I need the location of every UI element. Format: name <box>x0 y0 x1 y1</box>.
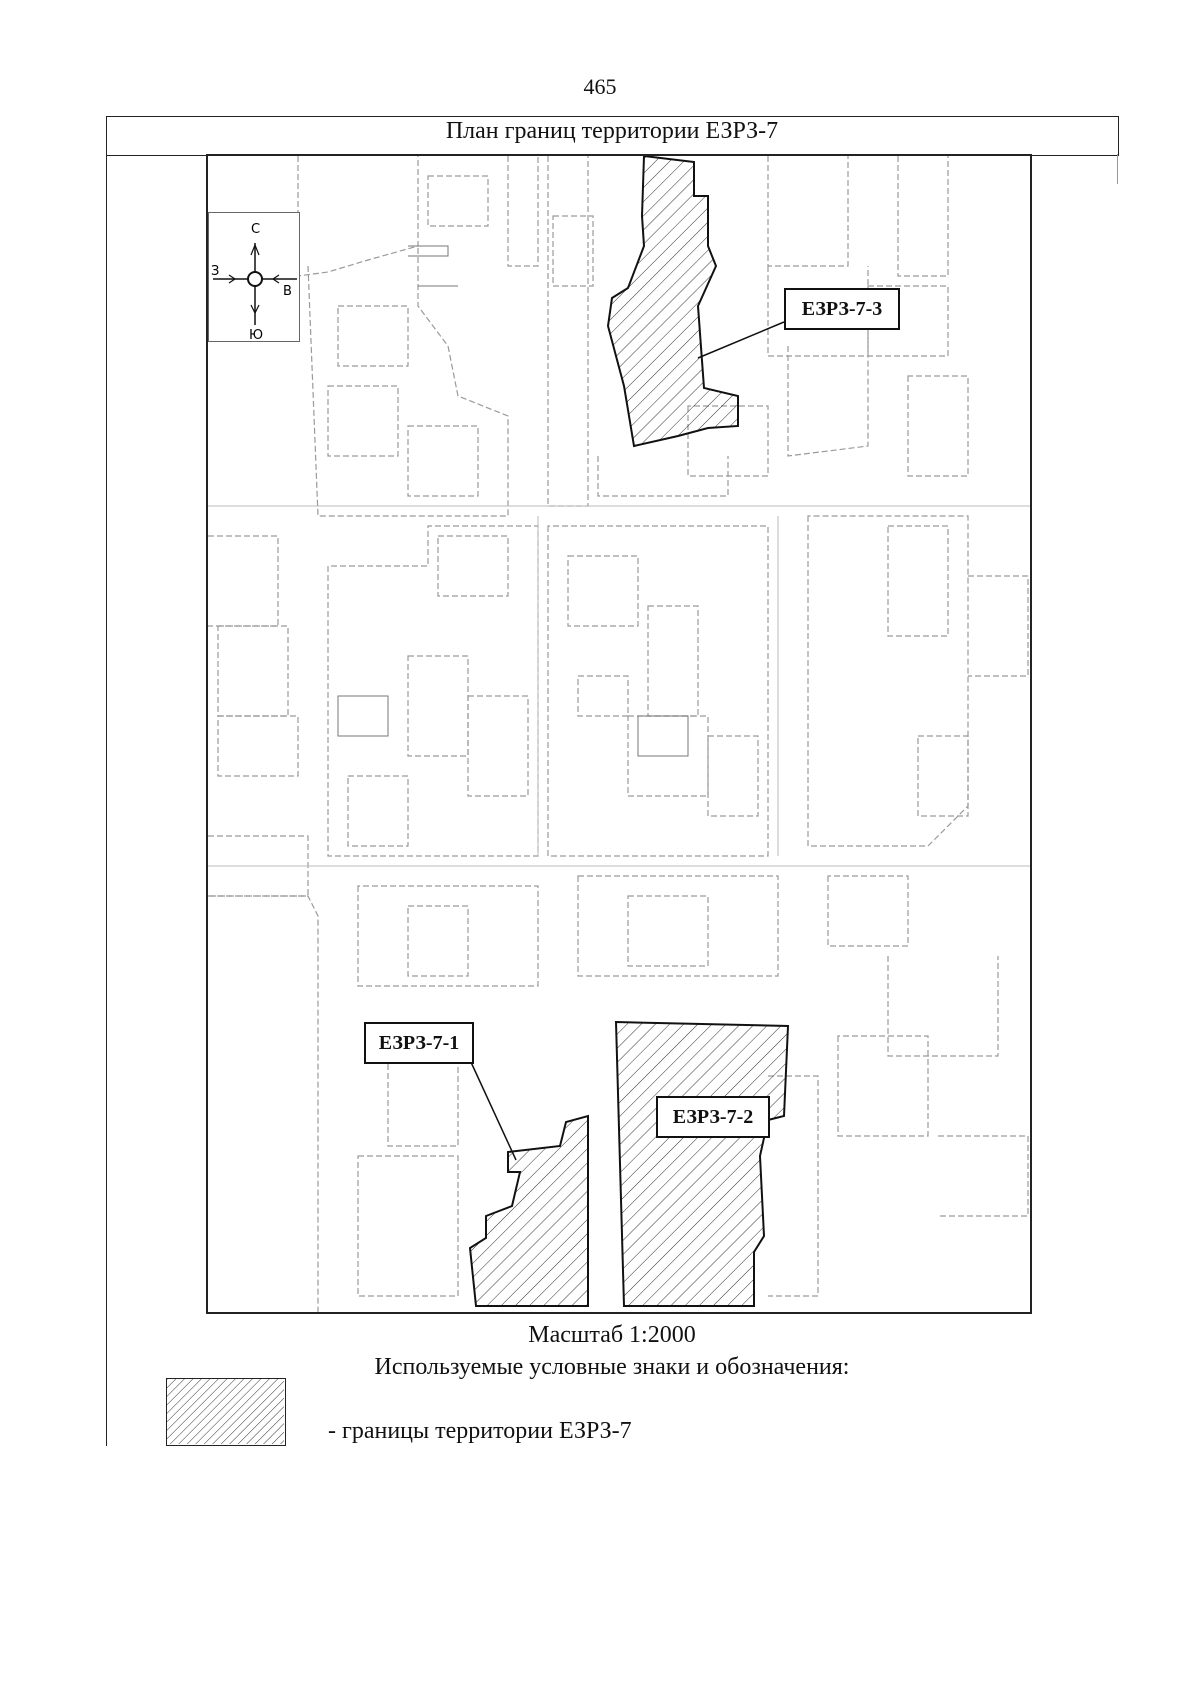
parcel-nw-inner-2 <box>327 385 399 457</box>
map-scale: Масштаб 1:2000 <box>528 1322 696 1348</box>
parcel-s-8 <box>837 1035 929 1137</box>
parcel-ne-6 <box>687 405 769 477</box>
zone-label-ezrz-7-2: ЕЗРЗ-7-2 <box>656 1096 770 1138</box>
zone-ezrz-7-1-area <box>468 1114 589 1307</box>
zone-ezrz-7-1-leader <box>469 1059 517 1161</box>
parcel-ne-5 <box>907 375 969 477</box>
compass-south: Ю <box>249 328 263 343</box>
parcel-nw-inner-4 <box>427 175 489 227</box>
building-2 <box>637 715 689 757</box>
parcel-mc-2 <box>647 605 699 717</box>
compass-east: В <box>283 284 292 299</box>
parcel-s-5 <box>627 895 709 967</box>
parcel-w-3 <box>217 715 299 777</box>
legend-item-text: - границы территории ЕЗРЗ-7 <box>328 1418 632 1444</box>
parcel-nc-2 <box>552 215 594 287</box>
map-canvas: С Ю З В ЕЗРЗ-7-3 ЕЗРЗ-7-1 ЕЗРЗ-7-2 <box>206 154 1032 1314</box>
building-3 <box>408 245 449 257</box>
compass-drawing: С Ю З В <box>211 222 297 343</box>
parcel-nw-inner-5 <box>507 156 539 267</box>
parcel-s-4 <box>577 875 779 977</box>
parcel-mcw-1 <box>407 655 469 757</box>
compass-north: С <box>251 222 260 237</box>
legend-title: Используемые условные знаки и обозначени… <box>374 1354 850 1380</box>
parcel-mc-4 <box>577 675 629 717</box>
parcel-ne-3 <box>787 346 869 457</box>
parcel-e-3 <box>968 575 1029 677</box>
parcel-mcw-2 <box>467 695 529 797</box>
zone-label-ezrz-7-1: ЕЗРЗ-7-1 <box>364 1022 474 1064</box>
frame-left-border <box>106 116 107 1446</box>
parcel-block-nw <box>297 156 419 277</box>
parcel-mc-1 <box>567 555 639 627</box>
parcel-nc-3 <box>597 456 729 497</box>
parcel-s-6 <box>827 875 909 947</box>
parcel-mcw-block <box>327 525 539 857</box>
parcel-e-2 <box>917 735 969 817</box>
legend-hatch-drawing <box>167 1379 284 1444</box>
legend-hatch-swatch <box>166 1378 286 1446</box>
compass-west: З <box>211 264 219 279</box>
building-outlines <box>337 245 689 757</box>
parcel-nc-1 <box>547 156 589 507</box>
map-drawing <box>208 156 1030 1312</box>
page-number: 465 <box>583 74 617 99</box>
zone-ezrz-7-3-area <box>606 156 739 448</box>
parcel-ne-7 <box>867 285 949 357</box>
zone-ezrz-7-2-area <box>614 1020 790 1307</box>
parcel-e-block <box>807 515 969 847</box>
building-1 <box>337 695 389 737</box>
parcel-e-1 <box>887 525 949 637</box>
parcel-s-11 <box>357 1155 459 1297</box>
street-edges <box>208 505 1030 867</box>
zone-ezrz-7-3-leader <box>697 321 785 359</box>
parcel-ne-1 <box>767 156 849 267</box>
compass-rose: С Ю З В <box>208 212 300 343</box>
parcel-s-7 <box>887 956 999 1057</box>
parcel-mc-3 <box>627 715 709 797</box>
parcel-ne-4 <box>897 156 949 277</box>
map-title: План границ территории ЕЗРЗ-7 <box>445 118 779 144</box>
parcel-block-nw-2 <box>307 246 509 517</box>
parcel-s-3 <box>407 905 469 977</box>
parcel-mc-block <box>547 525 769 857</box>
parcel-mcw-3 <box>347 775 409 847</box>
parcel-s-2 <box>357 885 539 987</box>
frame-right-tick <box>1117 154 1118 184</box>
parcel-s-1 <box>208 895 319 1312</box>
parcel-w-1 <box>208 535 279 627</box>
parcel-w-2 <box>217 625 289 717</box>
parcel-s-10 <box>387 1055 459 1147</box>
zone-label-ezrz-7-3: ЕЗРЗ-7-3 <box>784 288 900 330</box>
parcel-s-9 <box>938 1135 1029 1217</box>
parcel-nw-inner-1 <box>337 305 409 367</box>
parcel-nw-inner-3 <box>407 425 479 497</box>
parcel-mcw-4 <box>437 535 509 597</box>
parcel-mc-5 <box>707 735 759 817</box>
